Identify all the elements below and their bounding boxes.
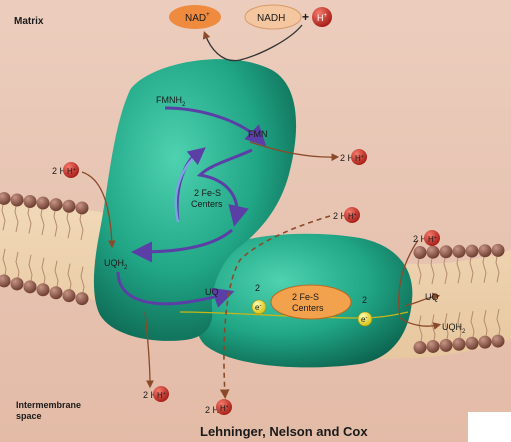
arrow-fmnh2-to-fmn <box>164 106 267 147</box>
lipid-head <box>478 244 492 258</box>
proton-ball-top <box>312 7 332 27</box>
proton-group-center: 2 H H+ <box>333 207 360 223</box>
proton-arrow-left-in <box>81 171 116 249</box>
plus-sign: + <box>302 10 309 24</box>
matrix-label: Matrix <box>14 16 44 27</box>
arrow-uqh2-to-uq <box>116 271 235 308</box>
fmnh2-label: FMNH2 <box>156 95 186 108</box>
lipid-head <box>413 246 427 260</box>
lipid-head <box>465 336 479 350</box>
proton-group-right: 2 H H+ <box>413 230 440 246</box>
lipid-head <box>75 201 89 215</box>
svg-text:H+: H+ <box>428 235 437 244</box>
proton-group-ims-left: 2 H H+ <box>143 386 169 402</box>
proton-ball <box>63 162 79 178</box>
lipid-head <box>62 289 76 303</box>
fmn-label: FMN <box>248 129 268 139</box>
svg-text:2 H: 2 H <box>340 153 354 163</box>
lipid-head <box>452 244 466 258</box>
electron-wire <box>179 311 409 319</box>
nadh-oval <box>244 4 302 30</box>
fes-left-line1: 2 Fe-S <box>194 188 221 198</box>
lipid-head <box>452 337 466 351</box>
lipid-head <box>75 292 89 306</box>
lipid-head <box>36 283 50 297</box>
white-corner <box>468 412 511 442</box>
proton-arrow-right-uqh2 <box>404 292 441 307</box>
proton-ball <box>344 207 360 223</box>
lipid-head <box>23 280 37 294</box>
electron-left <box>251 299 267 315</box>
proton-arrow-dashed <box>219 215 331 399</box>
lipid-head <box>10 277 24 291</box>
electron-left-symbol: e- <box>255 303 261 312</box>
svg-text:2 H: 2 H <box>143 390 157 400</box>
lipid-head <box>0 274 11 288</box>
nadh-oxidation-arrow <box>202 24 303 62</box>
lipid-head <box>10 193 24 207</box>
svg-text:2 H: 2 H <box>333 211 347 221</box>
intermembrane-label-line2: space <box>16 411 42 421</box>
arrow-fmn-to-fes <box>196 148 253 227</box>
lipid-head <box>36 196 50 210</box>
proton-ball <box>351 149 367 165</box>
nad-label: NAD+ <box>185 12 210 24</box>
intermembrane-label-line1: Intermembrane <box>16 400 81 410</box>
lipid-head <box>478 335 492 349</box>
proton-arrow-fmn <box>249 141 340 162</box>
electron-right-symbol: e- <box>361 315 367 324</box>
electron-right <box>357 311 373 327</box>
proton-ball <box>424 230 440 246</box>
uqh2-left-label: UQH2 <box>104 258 128 271</box>
proton-ball <box>153 386 169 402</box>
svg-text:H+: H+ <box>220 404 229 413</box>
lipid-head <box>413 341 427 355</box>
lipid-head <box>23 194 37 208</box>
uqh2-right-label: UQH2 <box>442 322 466 335</box>
proton-group-left-matrix: 2 H H+ <box>52 162 79 178</box>
svg-text:2 H: 2 H <box>52 166 66 176</box>
fes-right-line1: 2 Fe-S <box>292 292 319 302</box>
svg-text:2 H: 2 H <box>205 405 219 415</box>
svg-text:H+: H+ <box>348 212 357 221</box>
nad-oval <box>169 5 221 29</box>
arrow-fes-to-uqh2 <box>131 228 233 263</box>
electron-count-left: 2 <box>255 283 260 293</box>
lipid-head <box>0 191 11 205</box>
uq-right-label: UQ <box>425 292 439 302</box>
proton-arrow-right-in <box>398 239 419 319</box>
proton-arrow-right-uq <box>399 317 442 330</box>
lipid-head <box>439 245 453 259</box>
lipid-heads <box>0 191 505 355</box>
lipid-head <box>426 245 440 259</box>
credit-text: Lehninger, Nelson and Cox <box>200 424 368 439</box>
proton-ball <box>216 399 232 415</box>
fes-right-line2: Centers <box>292 303 324 313</box>
uq-center-label: UQ <box>205 287 219 297</box>
lipid-head <box>465 244 479 258</box>
lipid-head <box>426 339 440 353</box>
svg-text:H+: H+ <box>355 154 364 163</box>
proton-group-fmn: 2 H H+ <box>340 149 367 165</box>
lipid-head <box>439 338 453 352</box>
electron-count-right: 2 <box>362 295 367 305</box>
arrow-fes-cycle <box>174 147 206 223</box>
lipid-head <box>62 199 76 213</box>
lipid-head <box>491 334 505 348</box>
proton-group-ims-center: 2 H H+ <box>205 399 232 415</box>
svg-text:H+: H+ <box>67 167 76 176</box>
svg-text:H+: H+ <box>157 391 166 400</box>
lipid-head <box>49 286 63 300</box>
proton-top-label: H+ <box>317 13 328 23</box>
nadh-label: NADH <box>257 13 285 24</box>
fes-left-line2: Centers <box>191 199 223 209</box>
proton-arrow-left-out <box>144 311 154 389</box>
svg-text:2 H: 2 H <box>413 234 427 244</box>
fes-right-oval <box>270 284 352 320</box>
lipid-head <box>49 198 63 212</box>
lipid-head <box>491 243 505 257</box>
